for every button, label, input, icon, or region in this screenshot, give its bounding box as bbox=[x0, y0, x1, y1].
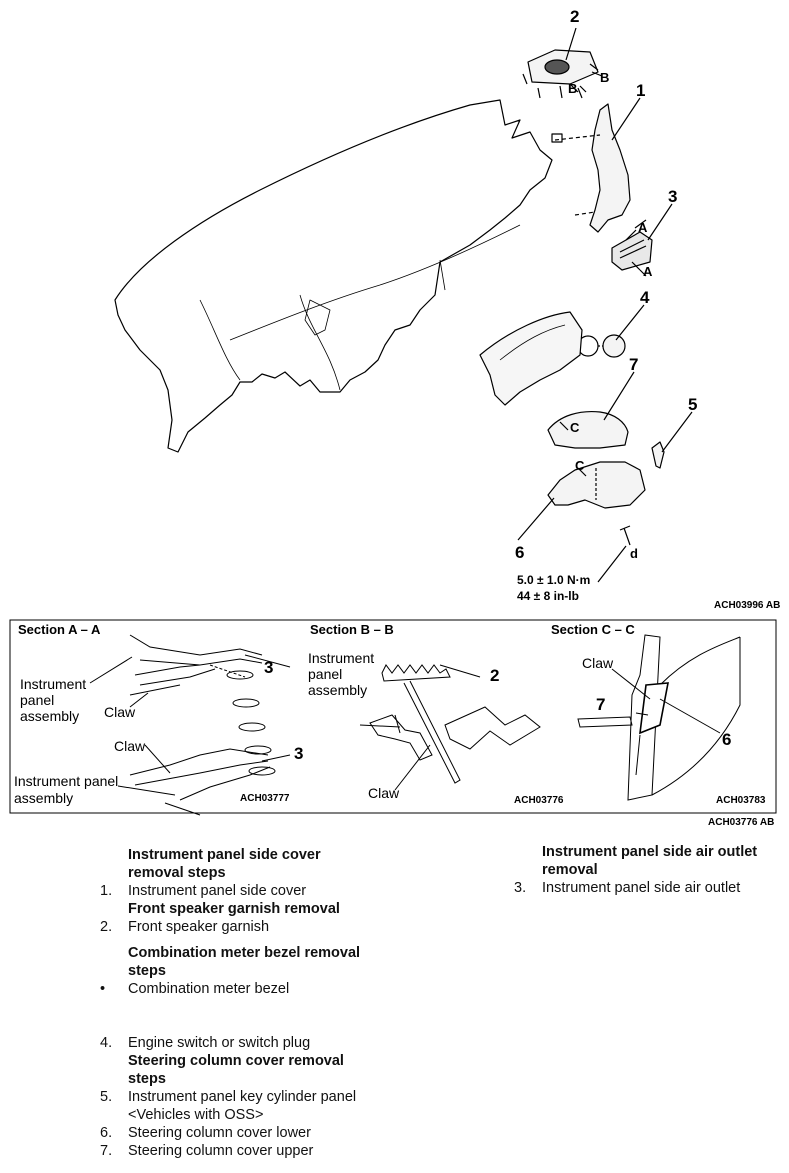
torque-value-imperial: 44 ± 8 in-lb bbox=[517, 589, 579, 603]
section-c-title: Section C – C bbox=[551, 622, 635, 637]
side-air-outlet-part bbox=[611, 219, 653, 277]
section-c-code: ACH03783 bbox=[716, 795, 766, 806]
meter-bezel-header: Combination meter bezel removal steps bbox=[128, 945, 361, 979]
section-b-title: Section B – B bbox=[310, 622, 394, 637]
section-b: Section B – B Instrument panel assembly … bbox=[308, 622, 564, 806]
callout-2: 2 bbox=[570, 7, 579, 26]
section-a-instrument-panel-assembly-2-line2: assembly bbox=[14, 790, 73, 806]
section-c-callout-6: 6 bbox=[722, 730, 731, 749]
section-a-claw-1: Claw bbox=[104, 704, 136, 720]
callout-4: 4 bbox=[640, 288, 650, 307]
section-views-panel: Section A – A Instrument panel bbox=[9, 619, 777, 828]
arrow-letter-b-1: B bbox=[600, 70, 609, 85]
figure-code: ACH03996 AB bbox=[714, 600, 780, 611]
section-a-instrument-panel-assembly-line2: panel bbox=[20, 692, 54, 708]
step-item-1: 1. Instrument panel side cover bbox=[100, 883, 307, 899]
section-a-code: ACH03777 bbox=[240, 793, 290, 804]
step-item-2: 2. Front speaker garnish bbox=[100, 919, 270, 935]
section-a: Section A – A Instrument panel bbox=[14, 622, 303, 816]
section-c: Section C – C Claw 7 6 ACH03783 bbox=[551, 622, 766, 806]
step-item-5: 5. Instrument panel key cylinder panel <… bbox=[100, 1089, 357, 1123]
screw-d bbox=[619, 525, 631, 546]
section-b-code: ACH03776 bbox=[514, 795, 564, 806]
step-item-bezel: • Combination meter bezel bbox=[100, 981, 290, 997]
callout-3: 3 bbox=[668, 187, 677, 206]
combination-meter-bezel-part bbox=[479, 311, 583, 406]
side-cover-part bbox=[551, 103, 631, 233]
step-item-6: 6. Steering column cover lower bbox=[100, 1125, 311, 1141]
arrow-letter-a-1: A bbox=[638, 220, 648, 235]
step-item-3: 3. Instrument panel side air outlet bbox=[514, 880, 741, 896]
callout-6: 6 bbox=[515, 543, 524, 562]
section-c-claw: Claw bbox=[582, 655, 614, 671]
callout-1: 1 bbox=[636, 81, 645, 100]
fastener-letter-d: d bbox=[630, 546, 638, 561]
section-a-title: Section A – A bbox=[18, 622, 101, 637]
arrow-letter-c-2: C bbox=[575, 458, 585, 473]
key-cylinder-panel-part bbox=[651, 441, 665, 469]
section-a-instrument-panel-assembly-2-line1: Instrument panel bbox=[14, 773, 118, 789]
instrument-panel-outline bbox=[114, 99, 553, 453]
section-a-instrument-panel-assembly-line3: assembly bbox=[20, 708, 79, 724]
section-b-callout-2: 2 bbox=[490, 666, 499, 685]
air-outlet-header: Instrument panel side air outlet removal bbox=[542, 844, 758, 878]
section-c-callout-7: 7 bbox=[596, 695, 605, 714]
torque-value-metric: 5.0 ± 1.0 N·m bbox=[517, 573, 590, 587]
section-a-callout-3-top: 3 bbox=[264, 658, 273, 677]
arrow-letter-c-1: C bbox=[570, 420, 580, 435]
exploded-view-diagram: 2 1 3 4 7 5 6 B B A A C C d 5.0 ± 1.0 N·… bbox=[114, 7, 780, 611]
removal-steps-right: Instrument panel side air outlet removal… bbox=[514, 843, 784, 897]
section-frame bbox=[9, 619, 777, 814]
section-b-instrument-panel-assembly-line2: panel bbox=[308, 666, 342, 682]
column-cover-header: Steering column cover removal steps bbox=[128, 1053, 344, 1087]
side-cover-header: Instrument panel side cover removal step… bbox=[128, 847, 321, 881]
section-b-instrument-panel-assembly-line1: Instrument bbox=[308, 650, 374, 666]
section-a-callout-3-bottom: 3 bbox=[294, 744, 303, 763]
speaker-garnish-header: Front speaker garnish removal bbox=[128, 901, 340, 917]
arrow-letter-a-2: A bbox=[643, 264, 653, 279]
callout-7: 7 bbox=[629, 355, 638, 374]
section-a-instrument-panel-assembly-line1: Instrument bbox=[20, 676, 86, 692]
step-item-4: 4. Engine switch or switch plug bbox=[100, 1035, 311, 1051]
removal-steps-left: Instrument panel side cover removal step… bbox=[100, 846, 400, 1160]
arrow-letter-b-2: B bbox=[568, 81, 577, 96]
section-b-instrument-panel-assembly-line3: assembly bbox=[308, 682, 367, 698]
callout-5: 5 bbox=[688, 395, 697, 414]
step-item-7: 7. Steering column cover upper bbox=[100, 1143, 314, 1159]
section-a-claw-2: Claw bbox=[114, 738, 146, 754]
speaker-garnish-part bbox=[522, 49, 603, 99]
section-b-claw: Claw bbox=[368, 785, 400, 801]
column-cover-upper-part bbox=[547, 410, 629, 449]
section-frame-code: ACH03776 AB bbox=[708, 817, 774, 828]
